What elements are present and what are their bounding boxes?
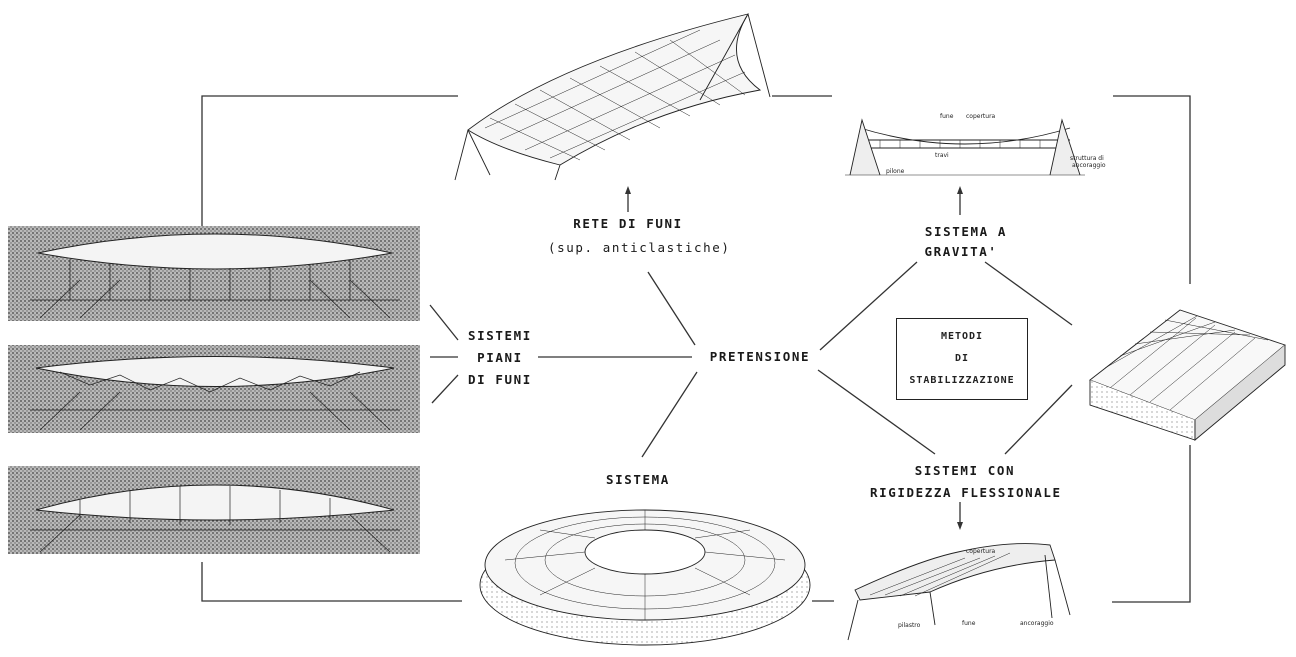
label-sistema: SISTEMA: [596, 474, 680, 487]
annot-travi: travi: [935, 152, 949, 159]
label-rete-di-funi: RETE DI FUNI: [566, 218, 690, 231]
panel-cable-truss-2: [8, 345, 420, 433]
bracket-right-bottom: [1112, 445, 1190, 602]
panel-cable-truss-3: [8, 466, 420, 554]
annot-ancoraggio-2: ancoraggio: [1020, 620, 1054, 627]
box-line-3: STABILIZZAZIONE: [897, 375, 1027, 386]
box-line-1: METODI: [897, 331, 1027, 342]
annot-fune-2: fune: [962, 620, 975, 627]
annot-pilastro: pilastro: [898, 622, 920, 629]
label-sistema-a: SISTEMA A: [908, 226, 1024, 239]
box-line-2: DI: [897, 353, 1027, 364]
bracket-right: [1113, 96, 1190, 284]
label-di-funi: DI FUNI: [460, 374, 540, 387]
annot-copertura-2: copertura: [966, 548, 995, 555]
grid-roof-illustration: [1090, 310, 1285, 440]
annot-pilone: pilone: [886, 168, 904, 175]
panel-cable-truss-1: [8, 226, 420, 321]
label-pretensione: PRETENSIONE: [700, 351, 820, 364]
label-rigidezza: RIGIDEZZA FLESSIONALE: [870, 487, 1060, 500]
annot-fune: fune: [940, 113, 953, 120]
ring-dome-illustration: [480, 510, 810, 645]
annot-copertura: copertura: [966, 113, 995, 120]
stabilization-methods-box: METODI DI STABILIZZAZIONE: [896, 318, 1028, 400]
annot-struttura: struttura di: [1070, 155, 1104, 162]
label-sistemi-con: SISTEMI CON: [890, 465, 1040, 478]
bracket-bottom-left: [202, 562, 462, 601]
cable-net-illustration: [455, 14, 770, 180]
annot-ancoraggio: ancoraggio: [1072, 162, 1106, 169]
gravity-system-illustration: [845, 120, 1085, 175]
label-gravita: GRAVITA': [916, 246, 1006, 259]
label-sistemi: SISTEMI: [460, 330, 540, 343]
label-rete-sub: (sup. anticlastiche): [548, 242, 708, 255]
label-piani: PIANI: [460, 352, 540, 365]
